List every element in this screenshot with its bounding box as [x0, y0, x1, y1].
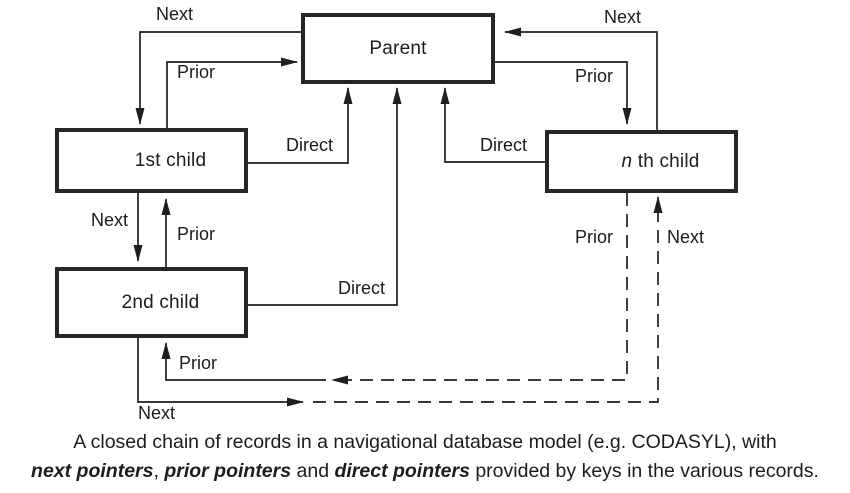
edge-label-next-nth-to-parent: Next	[604, 7, 642, 27]
edge-prior-nth-to-second-dashed	[331, 193, 628, 385]
caption-separator-2: and	[291, 460, 335, 482]
edge-next-second-solid-segment	[137, 338, 304, 407]
edge-next-second-to-nth-dashed	[313, 196, 663, 403]
edge-label-next-parent-to-first: Next	[156, 4, 194, 24]
edge-label-prior-second-to-first: Prior	[177, 224, 216, 244]
edge-label-direct-nth-to-parent: Direct	[480, 135, 528, 155]
box-parent: Parent	[301, 13, 495, 84]
box-first-child-label: 1st child	[134, 149, 207, 171]
caption-line-1: A closed chain of records in a navigatio…	[73, 431, 777, 453]
edge-prior-parent-to-nth	[495, 61, 632, 125]
edge-direct-second-to-parent	[248, 87, 402, 306]
box-nth-child: n th child	[545, 130, 738, 193]
nth-child-variable: n	[621, 150, 633, 172]
caption-line-2: next pointers, prior pointers and direct…	[0, 457, 850, 486]
caption-separator-1: ,	[153, 460, 165, 482]
edge-prior-first-to-parent	[166, 57, 298, 128]
edge-label-next-chain-near-second: Next	[138, 403, 176, 423]
box-first-child: 1st child	[55, 128, 248, 193]
edge-label-prior-chain-near-second: Prior	[179, 353, 218, 373]
edge-label-next-first-to-second: Next	[91, 210, 129, 230]
edge-label-next-chain-near-nth: Next	[667, 227, 705, 247]
edge-label-direct-first-to-parent: Direct	[286, 135, 334, 155]
edge-next-parent-to-first	[135, 31, 301, 125]
box-second-child-label: 2nd child	[121, 291, 200, 313]
box-second-child: 2nd child	[55, 267, 248, 338]
caption-line-2-rest: provided by keys in the various records.	[469, 460, 819, 482]
caption-term-direct-pointers: direct pointers	[334, 460, 470, 482]
caption-term-prior-pointers: prior pointers	[164, 460, 292, 482]
edge-label-prior-parent-to-nth: Prior	[575, 66, 614, 86]
nth-child-label-rest: th child	[632, 150, 700, 172]
edge-prior-nth-solid-segment	[161, 342, 326, 381]
edge-direct-nth-to-parent	[440, 87, 545, 163]
edge-label-direct-second-to-parent: Direct	[338, 278, 386, 298]
diagram-arrows	[133, 27, 663, 407]
box-nth-child-label: n th child	[621, 151, 699, 173]
edge-label-prior-chain-near-nth: Prior	[575, 227, 614, 247]
edge-next-nth-to-parent	[504, 27, 658, 130]
figure-caption: A closed chain of records in a navigatio…	[0, 428, 850, 486]
edge-direct-first-to-parent	[248, 87, 353, 164]
caption-term-next-pointers: next pointers	[31, 460, 154, 482]
box-parent-label: Parent	[369, 37, 427, 59]
edge-label-prior-first-to-parent: Prior	[177, 62, 216, 82]
